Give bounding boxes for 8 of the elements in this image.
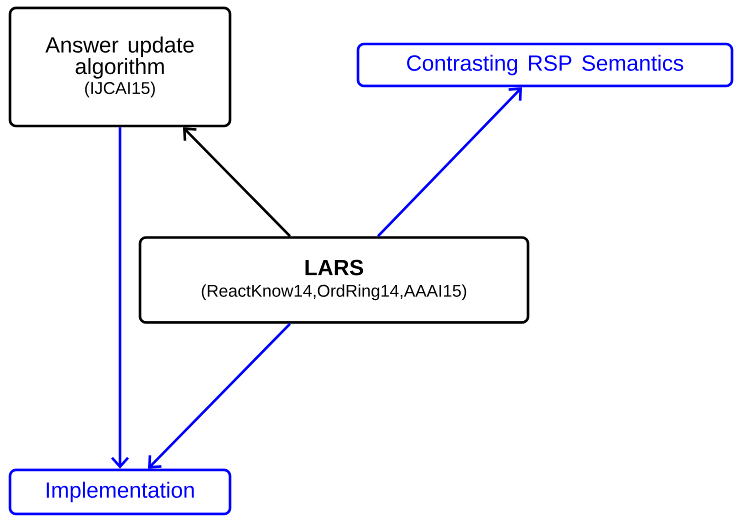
process-box: Answer update algorithm (IJCAI15)	[8, 6, 232, 128]
arrow	[183, 127, 291, 238]
arrow	[377, 87, 522, 238]
arrow	[111, 127, 129, 469]
process-box: Contrasting RSP Semantics	[356, 42, 734, 88]
process-box: LARS (ReactKnow14,OrdRing14,AAAI15)	[138, 236, 530, 324]
arrow	[148, 322, 291, 469]
process-box: Implementation	[8, 468, 232, 516]
